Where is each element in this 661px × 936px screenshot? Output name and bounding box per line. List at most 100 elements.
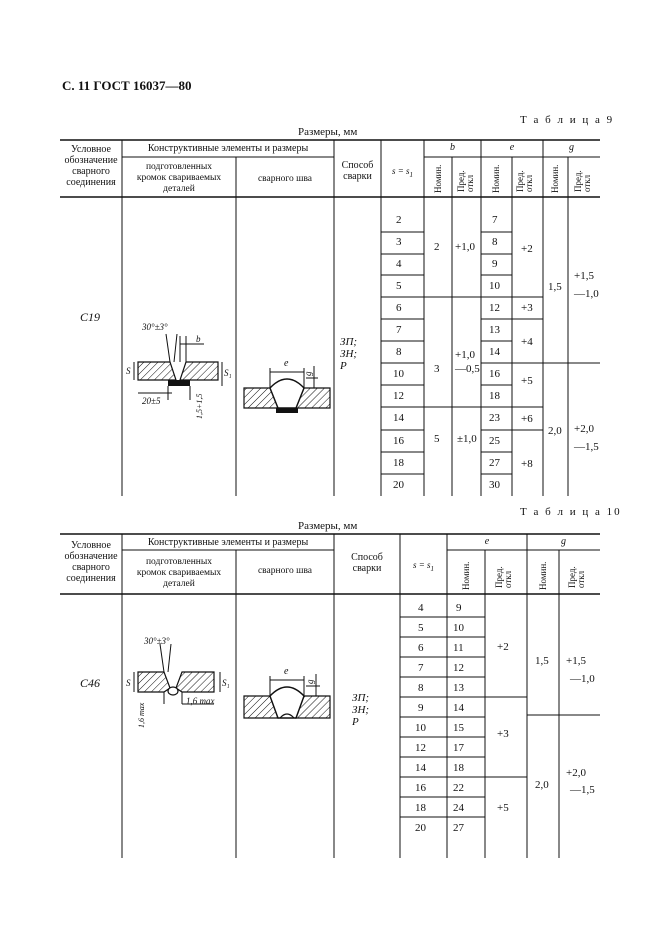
t9-e-dev-5: +8 [521, 458, 533, 470]
t9-b-dev-3: ±1,0 [457, 433, 477, 445]
t9-g-dev2: откл [582, 174, 592, 192]
t9-weld-bead [269, 378, 305, 409]
t9-col-condition-l4: соединения [66, 177, 116, 188]
t10-s-9: 16 [415, 782, 427, 794]
t9-s-10: 16 [393, 435, 405, 447]
t10-g-dev-0: +1,5 [566, 655, 586, 667]
t9-col-constructive: Конструктивные элементы и размеры [147, 143, 309, 154]
t10-e-nom-9: 22 [453, 782, 464, 794]
t10-e-nom-1: 10 [453, 622, 465, 634]
t9-e-dev2: откл [524, 174, 534, 192]
t9-e-nom-5: 13 [489, 324, 501, 336]
t9-col-prepared-l3: деталей [163, 184, 195, 194]
t10-s-3: 7 [418, 662, 424, 674]
t10-col-prepared-l2: кромок свариваемых [136, 568, 222, 578]
t10-root-gap [167, 686, 179, 696]
page-header: С. 11 ГОСТ 16037—80 [62, 78, 192, 93]
t9-g-dev-1: —1,0 [573, 288, 599, 300]
t10-g-dev-3: —1,5 [569, 784, 595, 796]
t10-g-nom-0: 1,5 [535, 655, 549, 667]
t10-col-weld: сварного шва [257, 566, 313, 576]
t9-s-3: 5 [396, 280, 402, 292]
t10-g-dev1: Пред. [567, 566, 577, 588]
t9-root-label: 1,5+1,5 [195, 394, 204, 419]
t9-e-dev1: Пред. [515, 170, 525, 192]
t10-e-nom-10: 24 [453, 802, 465, 814]
t9-method-l1: ЗП; [340, 336, 358, 348]
t10-angle-label: 30°±3° [143, 636, 170, 646]
t10-e-nom-2: 11 [453, 642, 464, 654]
t9-g-nom-0: 1,5 [548, 281, 562, 293]
t9-e-dev-4: +6 [521, 413, 533, 425]
t9-gap-label: 20±5 [142, 396, 161, 406]
t9-s-4: 6 [396, 302, 402, 314]
t10-e-nom-4: 13 [453, 682, 465, 694]
t9-e-nom-12: 30 [489, 479, 501, 491]
t9-e-nom-11: 27 [489, 457, 501, 469]
t9-sym-b: b [450, 142, 455, 153]
t10-s-5: 9 [418, 702, 424, 714]
t9-s-2: 4 [396, 258, 402, 270]
t10-g-label: g [305, 679, 315, 684]
t10-s-4: 8 [418, 682, 424, 694]
t10-e-nom-7: 17 [453, 742, 465, 754]
t10-e-nom-8: 18 [453, 762, 465, 774]
t9-b-nom-1: 3 [434, 363, 440, 375]
t10-col-method-l1: Способ [351, 552, 383, 563]
t10-designation: С46 [80, 676, 101, 690]
t10-col-constructive: Конструктивные элементы и размеры [147, 537, 309, 548]
t9-b-dev-1: +1,0 [455, 349, 475, 361]
t9-g-dev1: Пред. [573, 170, 583, 192]
t10-col-method: Способ сварки [334, 552, 400, 574]
t9-angle-label: 30°±3° [141, 322, 168, 332]
t10-s-8: 14 [415, 762, 427, 774]
t9-weld-backing [276, 408, 298, 413]
t10-e-dev2: откл [503, 570, 513, 588]
t10-col-s-sub: 1 [430, 564, 435, 573]
t9-col-weld: сварного шва [257, 174, 313, 184]
t10-s-2: 6 [418, 642, 424, 654]
t10-col-method-l2: сварки [352, 563, 382, 574]
t9-col-condition: Условное обозначение сварного соединения [60, 144, 122, 188]
table10-caption: Т а б л и ц а 10 [520, 506, 622, 518]
t10-e-nom-11: 27 [453, 822, 465, 834]
t9-e-nom-4: 12 [489, 302, 500, 314]
t9-s-1: 3 [396, 236, 402, 248]
t9-method: ЗП; ЗН; Р [340, 336, 357, 372]
t9-sym-g: g [569, 142, 574, 153]
t9-designation: С19 [80, 310, 101, 324]
t9-col-method: Способ сварки [334, 160, 381, 182]
t9-sym-e: e [509, 142, 515, 153]
t9-s-11: 18 [393, 457, 405, 469]
t9-s-9: 14 [393, 412, 405, 424]
t9-b-dev-0: +1,0 [455, 241, 475, 253]
t10-e-nom-0: 9 [456, 602, 462, 614]
t10-e-label: e [284, 666, 289, 677]
t9-col-s-sub: 1 [409, 170, 414, 179]
t10-col-prepared: подготовленных кромок свариваемых детале… [122, 557, 236, 590]
t10-prepared-edges-drawing: 30°±3° S S₁ 1,6 max 1,6 max [126, 636, 230, 728]
t10-max1-label: 1,6 max [137, 702, 146, 728]
t9-e-dev-0: +2 [521, 243, 533, 255]
t9-s-6: 8 [396, 346, 402, 358]
t9-b-dev2: откл [465, 174, 475, 192]
t10-g-dev-1: —1,0 [569, 673, 595, 685]
table10-units: Размеры, мм [298, 520, 358, 532]
t9-b-dev1: Пред. [456, 170, 466, 192]
t10-s-7: 12 [415, 742, 426, 754]
t10-s-0: 4 [418, 602, 424, 614]
t10-col-condition: Условное обозначение сварного соединения [60, 540, 122, 584]
t10-s-10: 18 [415, 802, 427, 814]
t10-g-dev2: откл [576, 570, 586, 588]
t10-col-prepared-l1: подготовленных [145, 557, 213, 567]
t9-col-condition-l2: обозначение [64, 155, 118, 166]
t10-e-nom-5: 14 [453, 702, 465, 714]
t9-g-dev-0: +1,5 [574, 270, 594, 282]
t10-method: ЗП; ЗН; Р [352, 692, 369, 728]
t9-s1-label: S₁ [224, 368, 232, 378]
t9-col-prepared: подготовленных кромок свариваемых детале… [122, 162, 236, 195]
